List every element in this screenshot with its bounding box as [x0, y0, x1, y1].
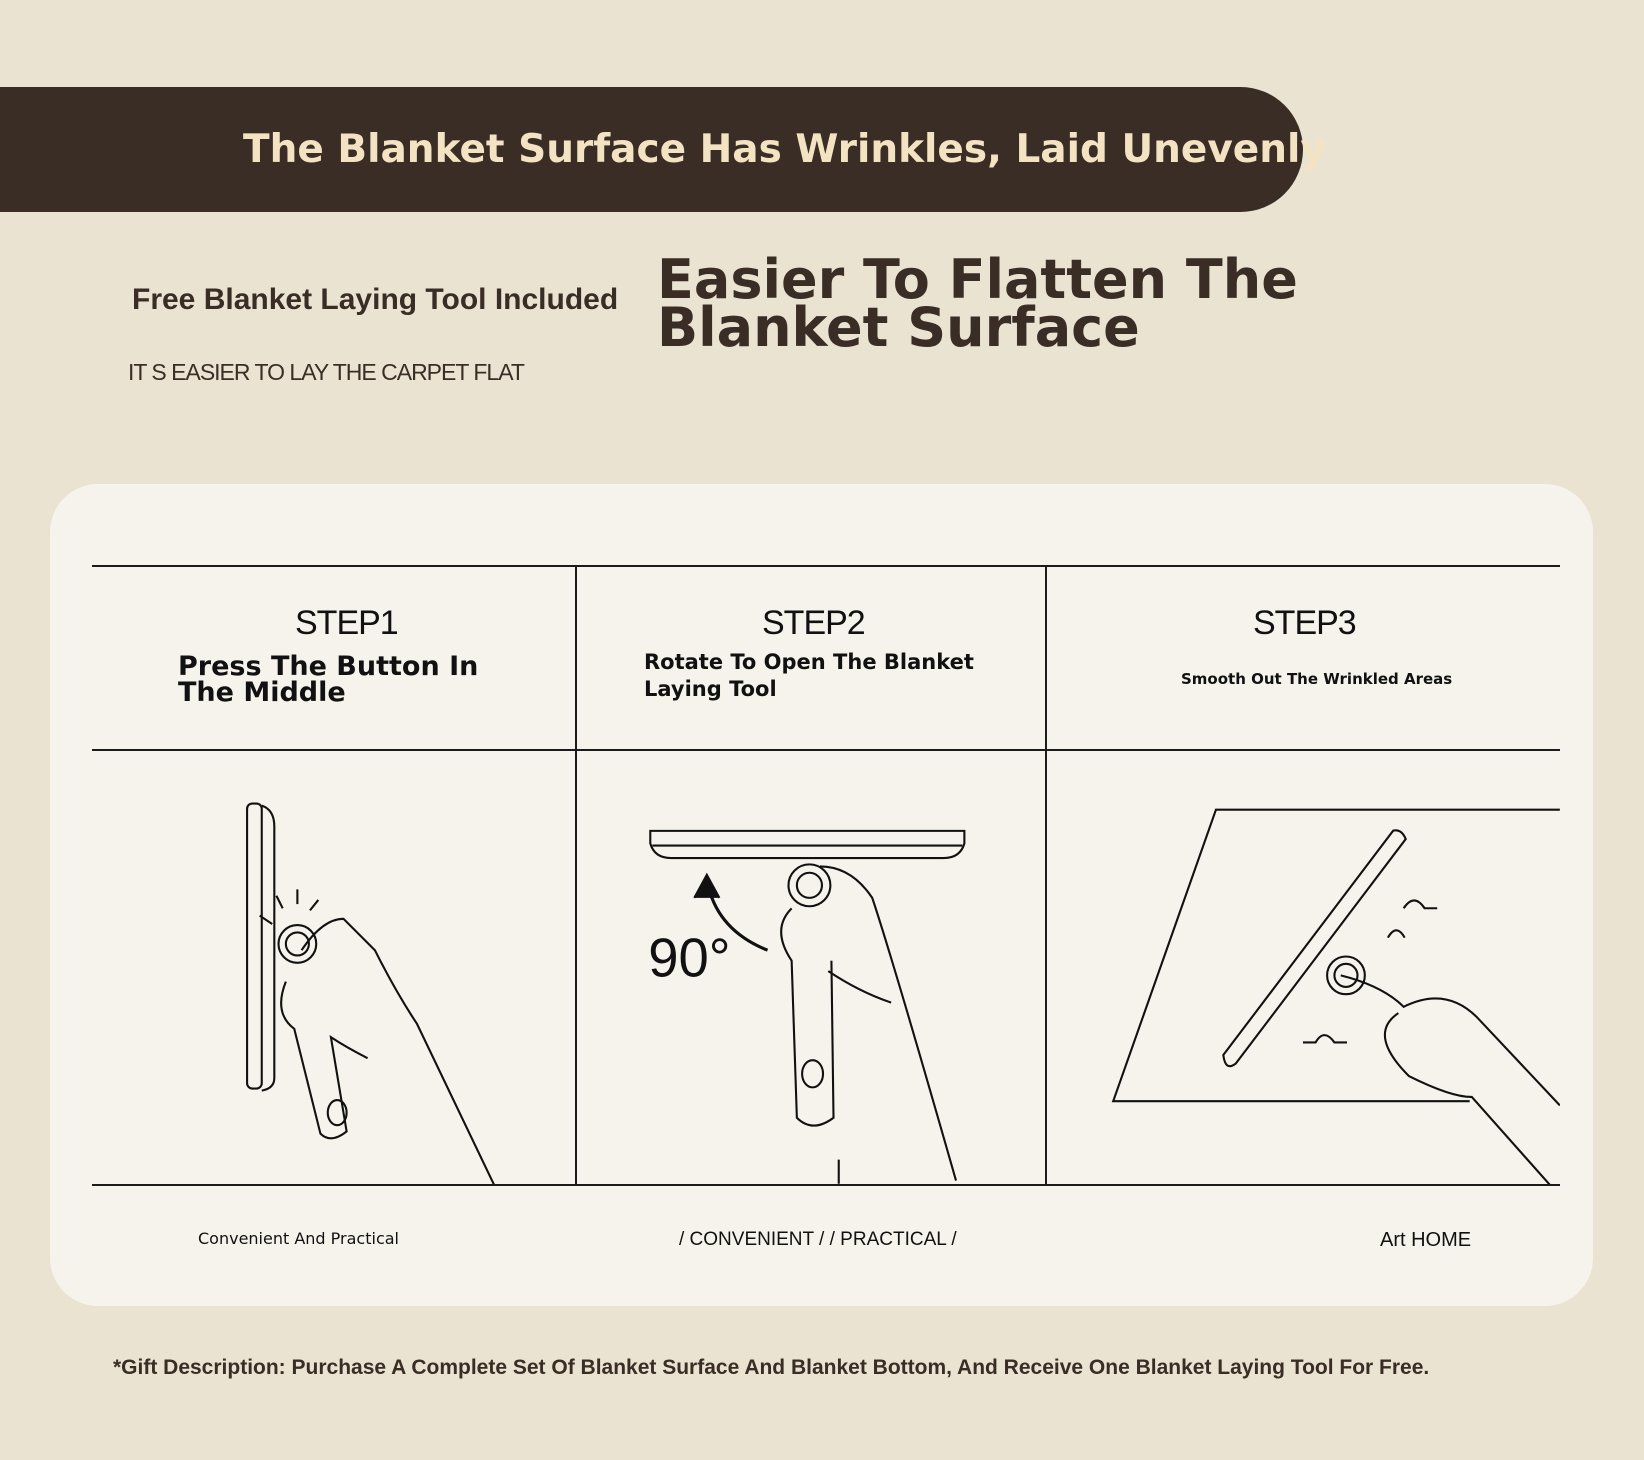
footer-brand: Art HOME: [1380, 1229, 1472, 1251]
header-banner: The Blanket Surface Has Wrinkles, Laid U…: [0, 87, 1326, 212]
banner-title: The Blanket Surface Has Wrinkles, Laid U…: [243, 127, 1326, 172]
divider: [575, 566, 577, 1186]
step1-label: STEP1: [295, 604, 399, 642]
steps-card: [50, 484, 1593, 1306]
step2-label: STEP2: [762, 604, 866, 642]
footer-center: / CONVENIENT / / PRACTICAL /: [679, 1229, 957, 1250]
gift-description: *Gift Description: Purchase A Complete S…: [113, 1356, 1430, 1379]
step1-description: Press The Button In The Middle: [178, 651, 479, 708]
angle-label: 90°: [648, 927, 730, 988]
divider: [92, 749, 1560, 751]
step3-label: STEP3: [1253, 604, 1357, 642]
divider: [92, 565, 1560, 567]
divider: [92, 1184, 1560, 1186]
step1-illustration: [246, 802, 495, 1184]
main-headline: Easier To Flatten The Blanket Surface: [657, 248, 1298, 359]
step3-illustration: [1111, 808, 1560, 1184]
footer-left: Convenient And Practical: [198, 1229, 399, 1248]
free-tool-label: Free Blanket Laying Tool Included: [132, 283, 619, 316]
divider: [1045, 566, 1047, 1186]
step2-illustration: 90°: [648, 829, 966, 1184]
step2-description: Rotate To Open The Blanket Laying Tool: [644, 650, 974, 701]
step3-description: Smooth Out The Wrinkled Areas: [1181, 670, 1453, 688]
subtitle: IT S EASIER TO LAY THE CARPET FLAT: [128, 359, 525, 385]
